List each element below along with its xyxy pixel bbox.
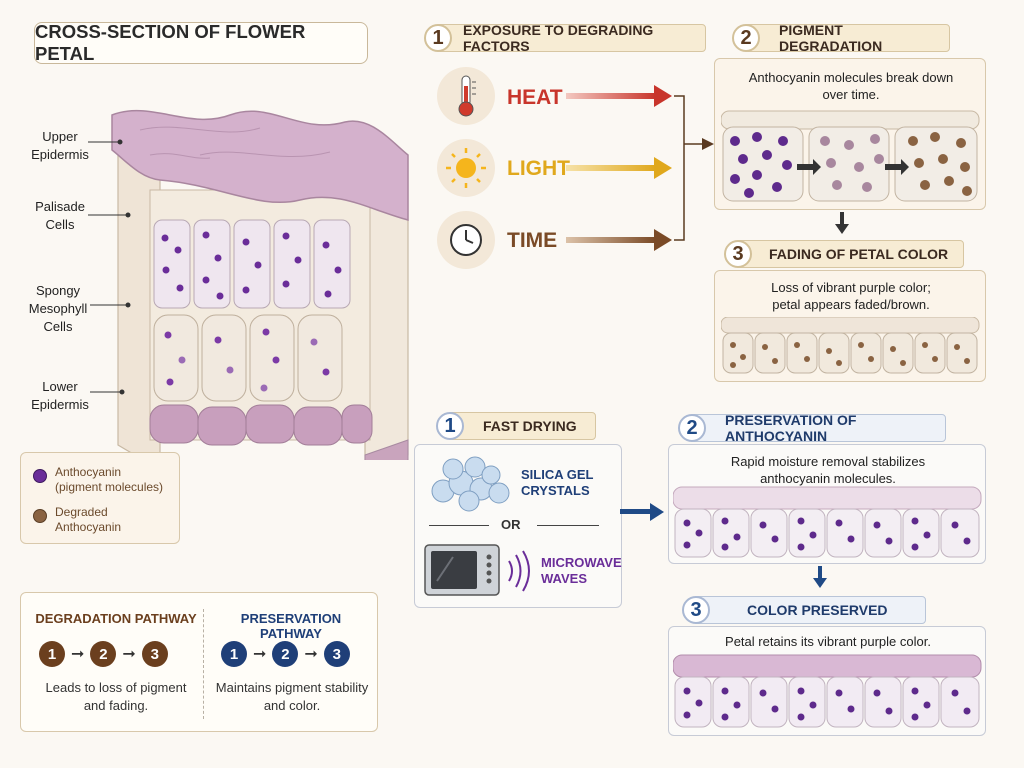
preservation-step3-number: 3 <box>682 596 710 624</box>
preservation-step3-caption: Petal retains its vibrant purple color. <box>725 634 931 649</box>
degradation-badge-2: 2 <box>90 641 117 667</box>
fast-drying-panel: SILICA GEL CRYSTALS OR MICROWAVE WAVES <box>414 444 622 608</box>
upper-epidermis-surface <box>111 110 409 221</box>
degraded-legend-dot <box>33 509 47 523</box>
microwave-label: MICROWAVE WAVES <box>541 555 622 586</box>
arrow-icon: ➞ <box>253 646 267 663</box>
degradation-cells <box>721 110 980 202</box>
pathway-divider <box>203 609 204 719</box>
degradation-step3-number: 3 <box>724 240 752 268</box>
preservation-step2-banner: PRESERVATION OF ANTHOCYANIN <box>690 412 946 444</box>
spongy-mesophyll-cells <box>153 314 343 402</box>
preservation-flow: 1 ➞ 2 ➞ 3 <box>221 641 350 667</box>
faded-cells <box>721 317 980 374</box>
degradation-step1-banner: EXPOSURE TO DEGRADING FACTORS <box>436 22 706 54</box>
factor-light: LIGHT <box>507 157 570 180</box>
degradation-pathway-title: DEGRADATION PATHWAY <box>35 611 197 626</box>
preserved-cells-step2 <box>673 486 982 558</box>
pigment-degradation-panel: Anthocyanin molecules break down over ti… <box>714 58 986 210</box>
degradation-step2-number: 2 <box>732 24 760 52</box>
page-title: CROSS-SECTION OF FLOWER PETAL <box>34 21 368 64</box>
arrow-icon: ➞ <box>122 646 136 663</box>
label-lower-epidermis: Lower Epidermis <box>31 379 89 412</box>
legend-anthocyanin: Anthocyanin (pigment molecules) <box>55 465 164 494</box>
degradation-step1-number: 1 <box>424 24 452 52</box>
arrow-icon: ➞ <box>304 646 318 663</box>
preservation-badge-2: 2 <box>272 641 299 667</box>
petal-cross-section <box>88 110 409 460</box>
lower-epidermis-row <box>149 404 373 446</box>
preservation-step1-title: FAST DRYING <box>483 418 577 434</box>
degradation-step3-caption: Loss of vibrant purple color; petal appe… <box>771 280 931 312</box>
degradation-badge-3: 3 <box>141 641 168 667</box>
light-arrow <box>566 165 656 171</box>
preservation-step2-caption: Rapid moisture removal stabilizes anthoc… <box>730 454 926 486</box>
pathway-summary: DEGRADATION PATHWAY 1 ➞ 2 ➞ 3 Leads to l… <box>20 592 378 732</box>
or-divider-left <box>429 525 489 526</box>
degradation-flow: 1 ➞ 2 ➞ 3 <box>39 641 168 667</box>
preservation-step1-number: 1 <box>436 412 464 440</box>
legend-degraded: Degraded Anthocyanin <box>55 505 122 534</box>
label-palisade-cells: Palisade Cells <box>35 199 85 232</box>
label-spongy-mesophyll: Spongy Mesophyll Cells <box>28 283 88 334</box>
arrow-icon: ➞ <box>71 646 85 663</box>
degrading-factors <box>437 67 706 269</box>
time-arrow <box>566 237 656 243</box>
degradation-step3-banner: FADING OF PETAL COLOR <box>736 240 964 268</box>
thermometer-icon <box>437 67 495 125</box>
degradation-step2-banner: PIGMENT DEGRADATION <box>744 22 950 54</box>
or-divider-right <box>537 525 599 526</box>
preservation-step2-number: 2 <box>678 414 706 442</box>
heat-arrow <box>566 93 656 99</box>
legend-box: Anthocyanin (pigment molecules) Degraded… <box>20 452 180 544</box>
or-label: OR <box>501 517 521 532</box>
preserved-cells-step3 <box>673 654 982 728</box>
preservation-step1-banner: FAST DRYING <box>448 412 596 440</box>
down-arrow-icon <box>835 212 849 234</box>
preservation-badge-1: 1 <box>221 641 247 667</box>
degradation-step1-title: EXPOSURE TO DEGRADING FACTORS <box>463 22 654 54</box>
degradation-badge-1: 1 <box>39 641 65 667</box>
degradation-pathway-desc: Leads to loss of pigment and fading. <box>45 680 187 713</box>
degradation-step2-title: PIGMENT DEGRADATION <box>779 22 883 54</box>
color-preserved-panel: Petal retains its vibrant purple color. <box>668 626 986 736</box>
bracket-arrowhead <box>702 138 714 150</box>
degradation-step2-caption: Anthocyanin molecules break down over ti… <box>748 70 954 102</box>
faded-petal-panel: Loss of vibrant purple color; petal appe… <box>714 270 986 382</box>
factor-time: TIME <box>507 229 558 252</box>
preservation-step3-title: COLOR PRESERVED <box>747 602 888 618</box>
factor-heat: HEAT <box>507 86 563 109</box>
clock-icon <box>437 211 495 269</box>
palisade-cells <box>153 219 351 309</box>
silica-gel-icon <box>431 456 510 512</box>
down-arrow-icon <box>813 566 827 588</box>
anthocyanin-preservation-panel: Rapid moisture removal stabilizes anthoc… <box>668 444 986 564</box>
preservation-pathway-desc: Maintains pigment stability and color. <box>215 680 369 713</box>
label-leaders <box>88 139 131 395</box>
preservation-step3-banner: COLOR PRESERVED <box>694 596 926 624</box>
label-upper-epidermis: Upper Epidermis <box>31 129 89 162</box>
microwave-icon <box>424 544 530 596</box>
degradation-step3-title: FADING OF PETAL COLOR <box>769 246 949 262</box>
sun-icon <box>437 139 495 197</box>
preservation-step2-title: PRESERVATION OF ANTHOCYANIN <box>725 412 857 444</box>
anthocyanin-legend-dot <box>33 469 47 483</box>
right-arrow-icon <box>620 503 664 521</box>
preservation-badge-3: 3 <box>323 641 350 667</box>
silica-gel-label: SILICA GEL CRYSTALS <box>521 467 594 498</box>
preservation-pathway-title: PRESERVATION PATHWAY <box>240 611 342 641</box>
